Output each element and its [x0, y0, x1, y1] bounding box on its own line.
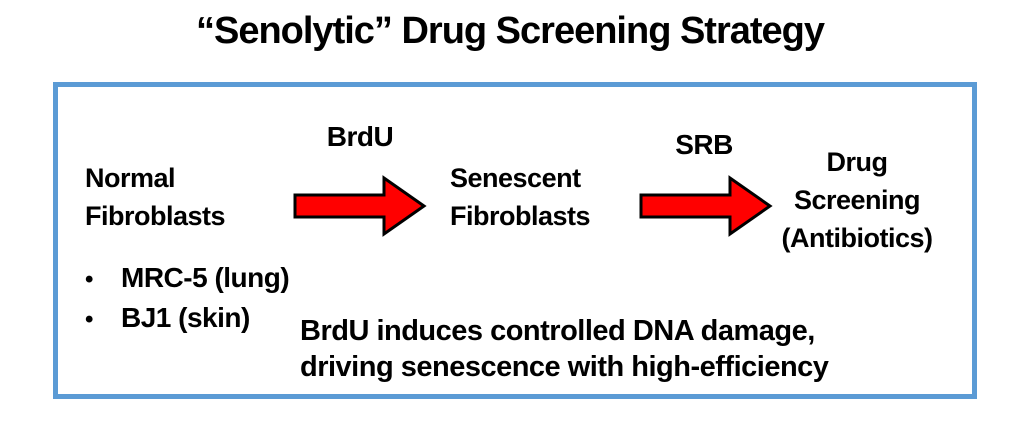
block-arrow-right-icon	[293, 175, 427, 237]
node-normal-line-2: Fibroblasts	[85, 201, 226, 231]
node-normal-fibroblasts: Normal Fibroblasts	[85, 159, 226, 235]
node-drug-screening: Drug Screening (Antibiotics)	[747, 143, 967, 257]
node-drug-line-3: (Antibiotics)	[781, 223, 933, 253]
list-item: • BJ1 (skin)	[85, 299, 289, 339]
node-senescent-line-2: Fibroblasts	[450, 201, 591, 231]
brdu-note: BrdU induces controlled DNA damage, driv…	[300, 313, 829, 385]
page-title: “Senolytic” Drug Screening Strategy	[195, 10, 825, 52]
bullet-text-mrc5: MRC-5 (lung)	[121, 262, 290, 293]
cell-line-bullet-list: • MRC-5 (lung) • BJ1 (skin)	[85, 259, 290, 339]
node-senescent-fibroblasts: Senescent Fibroblasts	[450, 159, 591, 235]
list-item: • MRC-5 (lung)	[85, 259, 290, 299]
diagram-frame: Normal Fibroblasts BrdU Senescent Fibrob…	[53, 82, 977, 399]
note-line-2: driving senescence with high-efficiency	[300, 351, 829, 383]
srb-label: SRB	[675, 129, 733, 160]
block-arrow-shape	[293, 175, 427, 237]
block-arrow-right-icon	[639, 175, 773, 237]
note-line-1: BrdU induces controlled DNA damage,	[300, 315, 815, 347]
node-senescent-line-1: Senescent	[450, 163, 581, 193]
node-normal-line-1: Normal	[85, 163, 176, 193]
bullet-icon: •	[85, 266, 93, 293]
node-drug-line-2: Screening	[793, 185, 921, 215]
bullet-icon: •	[85, 306, 93, 333]
block-arrow-shape	[639, 175, 773, 237]
node-drug-line-1: Drug	[826, 147, 889, 177]
brdu-label: BrdU	[326, 121, 394, 152]
bullet-text-bj1: BJ1 (skin)	[121, 302, 250, 333]
